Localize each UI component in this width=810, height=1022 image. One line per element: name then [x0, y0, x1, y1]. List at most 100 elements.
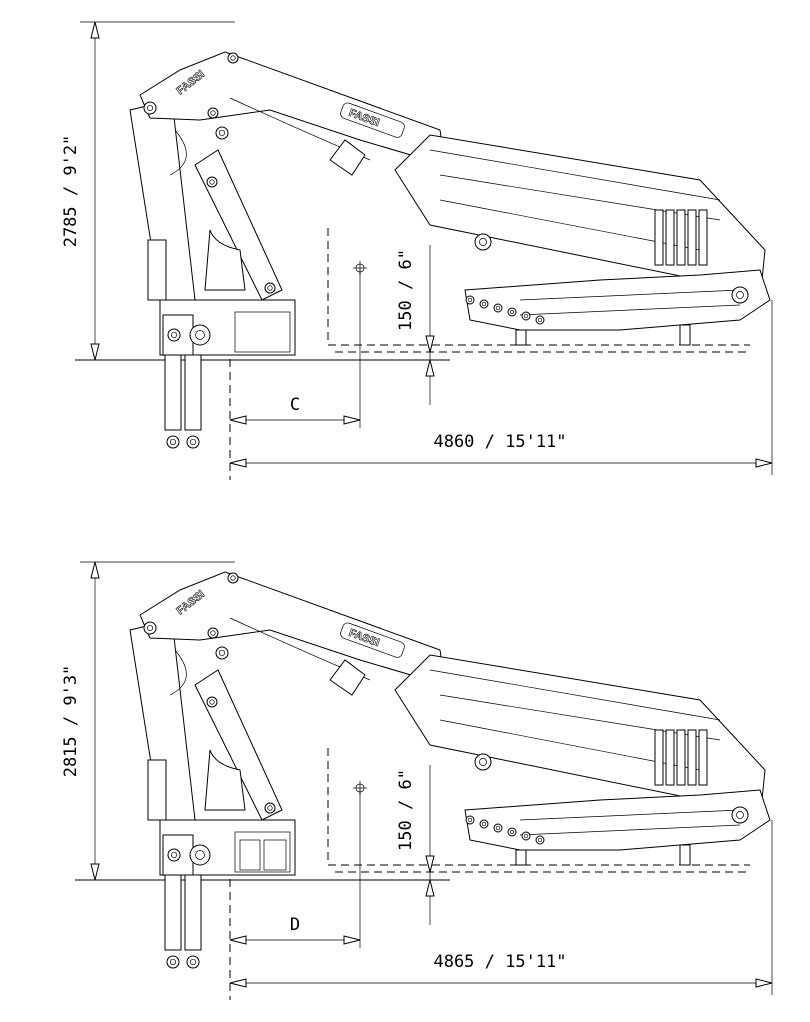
distance-arrow-right: [343, 415, 361, 425]
boom-hook-curve: [169, 649, 187, 696]
boom-pin: [474, 753, 492, 771]
column-side-unit: [147, 759, 167, 821]
jib-pin-5: [535, 835, 545, 845]
jib-pin-3-inner: [509, 309, 515, 315]
base-box: [234, 311, 291, 353]
distance-letter: C: [290, 395, 300, 415]
jib-pin-4: [521, 831, 531, 841]
hose-block-2: [676, 729, 686, 786]
main-boom: [139, 51, 446, 166]
jib-pin-1: [479, 819, 489, 829]
height-label: 2785 / 9'2": [61, 135, 81, 248]
joint-pin-3-inner: [170, 331, 178, 339]
extension-line-1: [429, 149, 721, 201]
jib-pin-5: [535, 315, 545, 325]
joint-pin-2-inner: [218, 649, 226, 657]
length-arrow-left: [229, 978, 247, 988]
joint-pin-6-inner: [230, 55, 236, 61]
jib-support-right: [679, 844, 691, 866]
joint-pin-2: [215, 126, 229, 140]
joint-pin-0-inner: [146, 104, 154, 112]
hose-block-4: [698, 209, 708, 266]
hose-block-4: [698, 729, 708, 786]
joint-pin-1: [207, 627, 219, 639]
joint-pin-5-inner: [267, 805, 273, 811]
slewing-pin-inner: [195, 330, 205, 340]
joint-pin-5-inner: [267, 285, 273, 291]
height-arrow-top: [90, 21, 100, 39]
hose-block-3: [687, 729, 697, 786]
jib-tip-pin: [731, 806, 749, 824]
jib-pin-1: [479, 299, 489, 309]
jib-pin-3: [507, 827, 517, 837]
jib-tip-pin-inner: [736, 291, 744, 299]
base-box: [234, 831, 291, 873]
joint-pin-0-inner: [146, 624, 154, 632]
hose-block-1: [665, 209, 675, 266]
column-guard: [204, 229, 246, 291]
leg-foot-left-inner: [169, 438, 177, 446]
main-boom: [139, 571, 446, 686]
height-arrow-bottom: [90, 343, 100, 361]
length-label: 4865 / 15'11": [433, 952, 566, 972]
valve-a: [239, 839, 261, 871]
offset-arrow-top: [425, 335, 435, 353]
column-side-unit: [147, 239, 167, 301]
length-arrow-left: [229, 458, 247, 468]
leg-foot-left: [166, 435, 180, 449]
joint-pin-5: [264, 282, 276, 294]
leg-foot-right: [186, 955, 200, 969]
offset-arrow-bottom: [425, 879, 435, 897]
boom-cylinder-end: [329, 659, 366, 696]
jib-line-1: [519, 809, 741, 821]
length-label: 4860 / 15'11": [433, 432, 566, 452]
jib-pin-0: [465, 815, 475, 825]
jib-pin-0-inner: [467, 817, 473, 823]
hose-block-0: [654, 209, 664, 266]
joint-pin-2: [215, 646, 229, 660]
folded-jib: [464, 789, 771, 851]
joint-pin-6: [227, 52, 239, 64]
jib-line-2: [519, 824, 741, 836]
joint-pin-4-inner: [209, 179, 215, 185]
joint-pin-6-inner: [230, 575, 236, 581]
leg-foot-right-inner: [189, 438, 197, 446]
fassi-logo-box: [340, 102, 405, 138]
joint-pin-0: [143, 101, 157, 115]
joint-pin-1: [207, 107, 219, 119]
joint-pin-4: [206, 176, 218, 188]
joint-pin-6: [227, 572, 239, 584]
distance-arrow-left: [229, 415, 247, 425]
jib-pin-5-inner: [537, 317, 543, 323]
offset-arrow-bottom: [425, 359, 435, 377]
jib-pin-2: [493, 303, 503, 313]
jib-pin-0: [465, 295, 475, 305]
joint-pin-4-inner: [209, 699, 215, 705]
offset-label: 150 / 6": [396, 769, 416, 851]
jib-pin-3: [507, 307, 517, 317]
joint-pin-1-inner: [210, 630, 216, 636]
leg-foot-left-inner: [169, 958, 177, 966]
distance-arrow-right: [343, 935, 361, 945]
joint-pin-5: [264, 802, 276, 814]
jib-pin-1-inner: [481, 301, 487, 307]
joint-pin-4: [206, 696, 218, 708]
jib-pin-1-inner: [481, 821, 487, 827]
jib-support-left: [515, 329, 527, 346]
hose-block-2: [676, 209, 686, 266]
leg-foot-right: [186, 435, 200, 449]
jib-pin-4-inner: [523, 833, 529, 839]
fassi-logo-box: [340, 622, 405, 658]
joint-pin-3: [167, 328, 181, 342]
joint-pin-1-inner: [210, 110, 216, 116]
height-label: 2815 / 9'3": [61, 665, 81, 778]
hose-block-1: [665, 729, 675, 786]
hose-block-3: [687, 209, 697, 266]
jib-tip-pin: [731, 286, 749, 304]
jib-pin-4-inner: [523, 313, 529, 319]
offset-label: 150 / 6": [396, 249, 416, 331]
jib-pin-3-inner: [509, 829, 515, 835]
extension-line-1: [429, 669, 721, 721]
